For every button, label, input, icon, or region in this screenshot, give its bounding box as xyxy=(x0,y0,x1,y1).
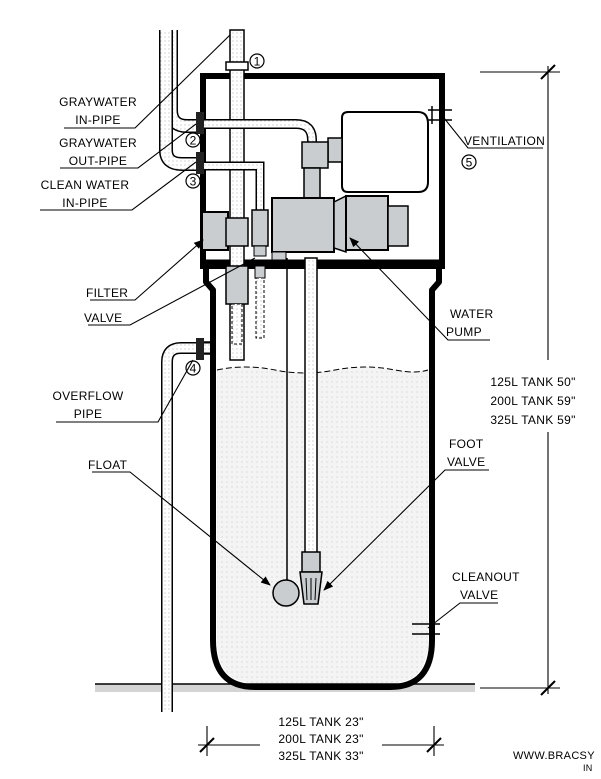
water-pump xyxy=(271,167,409,261)
svg-text:IN-PIPE: IN-PIPE xyxy=(75,113,120,127)
water-volume xyxy=(217,367,428,683)
svg-text:200L TANK 59": 200L TANK 59" xyxy=(490,394,575,408)
label-foot-valve: FOOT VALVE xyxy=(447,437,485,469)
label-graywater-out-pipe: GRAYWATER OUT-PIPE xyxy=(59,136,137,168)
svg-text:FOOT: FOOT xyxy=(449,437,484,451)
svg-text:IN-PIPE: IN-PIPE xyxy=(62,196,107,210)
svg-text:VALVE: VALVE xyxy=(460,588,498,602)
label-graywater-in-pipe: GRAYWATER IN-PIPE xyxy=(59,95,137,127)
valve xyxy=(251,209,269,339)
svg-text:CLEANOUT: CLEANOUT xyxy=(452,570,520,584)
height-dimension-text: 125L TANK 50" 200L TANK 59" 325L TANK 59… xyxy=(490,375,575,427)
svg-text:VALVE: VALVE xyxy=(447,455,485,469)
svg-text:4: 4 xyxy=(190,362,197,376)
svg-text:GRAYWATER: GRAYWATER xyxy=(59,136,137,150)
svg-text:3: 3 xyxy=(190,175,197,189)
leader-lines xyxy=(40,34,543,629)
label-filter: FILTER xyxy=(86,286,128,300)
height-dimension xyxy=(480,64,560,696)
suction-pipe xyxy=(304,257,318,554)
svg-text:2: 2 xyxy=(190,134,197,148)
svg-text:CLEAN WATER: CLEAN WATER xyxy=(41,178,130,192)
label-float: FLOAT xyxy=(88,458,128,472)
label-clean-water-in-pipe: CLEAN WATER IN-PIPE xyxy=(41,178,130,210)
width-dimension xyxy=(198,726,444,756)
svg-text:5: 5 xyxy=(466,156,473,170)
overflow-pipe xyxy=(161,338,216,712)
svg-text:325L TANK 33": 325L TANK 33" xyxy=(278,749,363,763)
label-cleanout-valve: CLEANOUT VALVE xyxy=(452,570,520,602)
tank xyxy=(203,258,442,690)
label-water-pump: WATER PUMP xyxy=(446,307,494,339)
watermark: WWW.BRACSY IN xyxy=(513,750,595,773)
label-ventilation: VENTILATION xyxy=(464,134,545,148)
svg-text:125L TANK 23": 125L TANK 23" xyxy=(278,715,363,729)
callout-1: 1 xyxy=(249,53,265,69)
pressure-tank xyxy=(301,111,429,193)
svg-text:OUT-PIPE: OUT-PIPE xyxy=(69,154,127,168)
filter xyxy=(201,211,249,345)
callout-3: 3 xyxy=(185,173,201,189)
graywater-out-pipe xyxy=(164,30,204,134)
svg-text:IN: IN xyxy=(583,763,593,773)
water-surface xyxy=(216,366,429,374)
label-valve: VALVE xyxy=(84,311,122,325)
svg-text:WWW.BRACSY: WWW.BRACSY xyxy=(513,750,595,762)
svg-text:GRAYWATER: GRAYWATER xyxy=(59,95,137,109)
svg-text:WATER: WATER xyxy=(450,307,494,321)
svg-text:OVERFLOW: OVERFLOW xyxy=(52,389,123,403)
svg-text:325L TANK 59": 325L TANK 59" xyxy=(490,413,575,427)
clean-water-in-pipe xyxy=(159,30,204,174)
foot-valve xyxy=(299,551,323,605)
label-overflow-pipe: OVERFLOW PIPE xyxy=(52,389,123,421)
ventilation-port xyxy=(428,106,452,124)
svg-text:125L TANK 50": 125L TANK 50" xyxy=(490,375,575,389)
cleanout-valve xyxy=(412,623,440,635)
float xyxy=(272,258,300,607)
internal-piping xyxy=(204,119,317,215)
svg-text:200L TANK 23": 200L TANK 23" xyxy=(278,732,363,746)
callout-4: 4 xyxy=(185,360,201,376)
svg-text:PUMP: PUMP xyxy=(446,325,482,339)
svg-text:1: 1 xyxy=(254,55,261,69)
callout-5: 5 xyxy=(461,154,477,170)
callout-2: 2 xyxy=(185,132,201,148)
width-dimension-text: 125L TANK 23" 200L TANK 23" 325L TANK 33… xyxy=(278,715,363,763)
svg-text:PIPE: PIPE xyxy=(74,407,103,421)
